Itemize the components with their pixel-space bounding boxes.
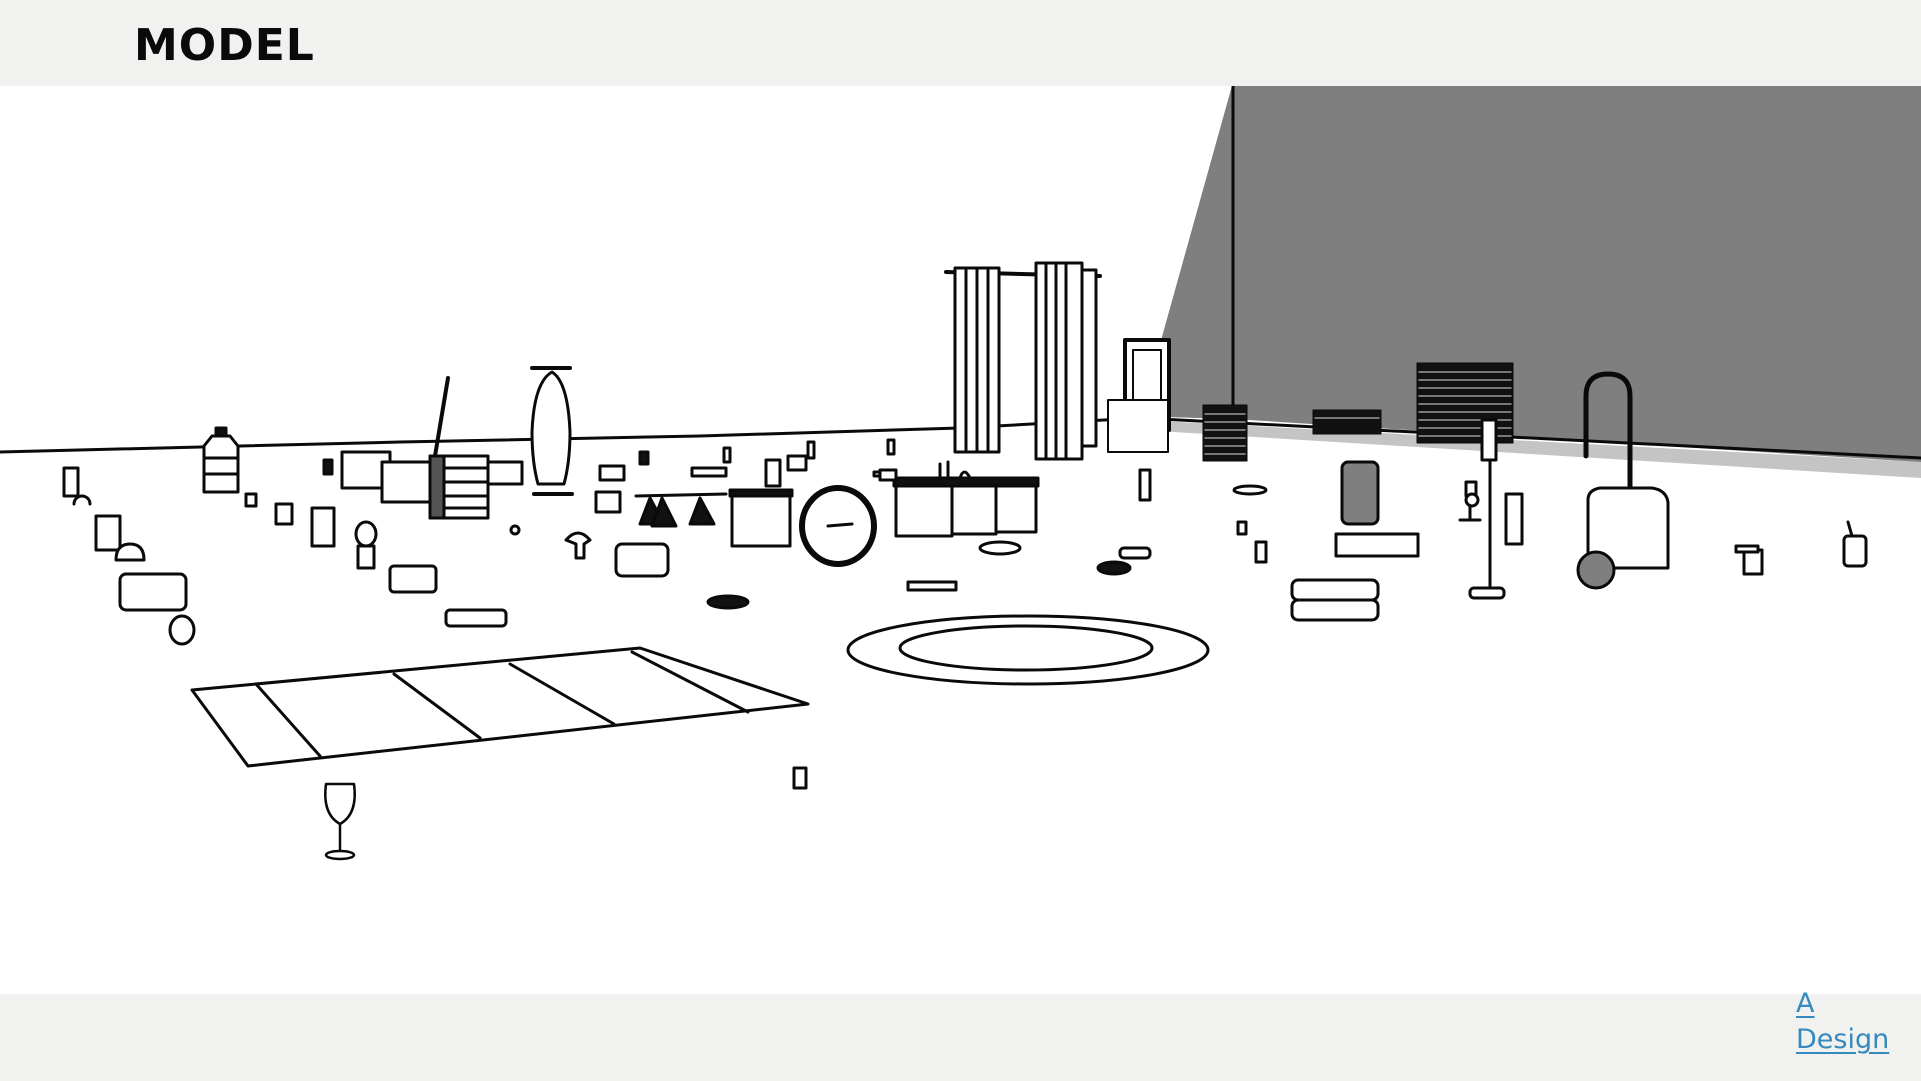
small-items-left xyxy=(62,438,958,646)
mop xyxy=(432,376,450,464)
lamp xyxy=(1458,492,1482,522)
slide-footer xyxy=(0,994,1921,1081)
model-render xyxy=(0,86,1921,994)
a-design-link-line2[interactable]: Design xyxy=(1796,1024,1890,1055)
cushions xyxy=(1290,578,1380,622)
trash-bin xyxy=(728,488,794,548)
ironing-board xyxy=(530,366,574,496)
canister-vacuum xyxy=(1576,371,1670,590)
small-items-right xyxy=(1734,520,1868,576)
drawer-unit xyxy=(428,454,524,520)
curtains xyxy=(944,261,1102,461)
grey-wall xyxy=(1138,86,1921,462)
suitcase xyxy=(1334,460,1420,558)
floor-mat xyxy=(190,646,810,768)
a-design-link[interactable]: A Design xyxy=(1796,986,1906,1058)
a-design-link-line1[interactable]: A xyxy=(1796,988,1815,1019)
page-title: MODEL xyxy=(134,20,315,71)
clothes-hangers xyxy=(634,492,728,528)
small-items-mid xyxy=(978,468,1268,576)
round-rug xyxy=(846,614,1210,686)
slide-header: MODEL xyxy=(0,0,1921,86)
water-jug xyxy=(202,426,240,494)
stick-vacuum xyxy=(1464,418,1524,600)
storage-boxes xyxy=(322,450,432,504)
standing-mirror xyxy=(1107,338,1171,453)
round-mirror xyxy=(799,485,877,567)
small-item-front xyxy=(792,766,808,790)
wine-glass xyxy=(324,782,356,861)
kitchen-sink xyxy=(892,460,1040,538)
